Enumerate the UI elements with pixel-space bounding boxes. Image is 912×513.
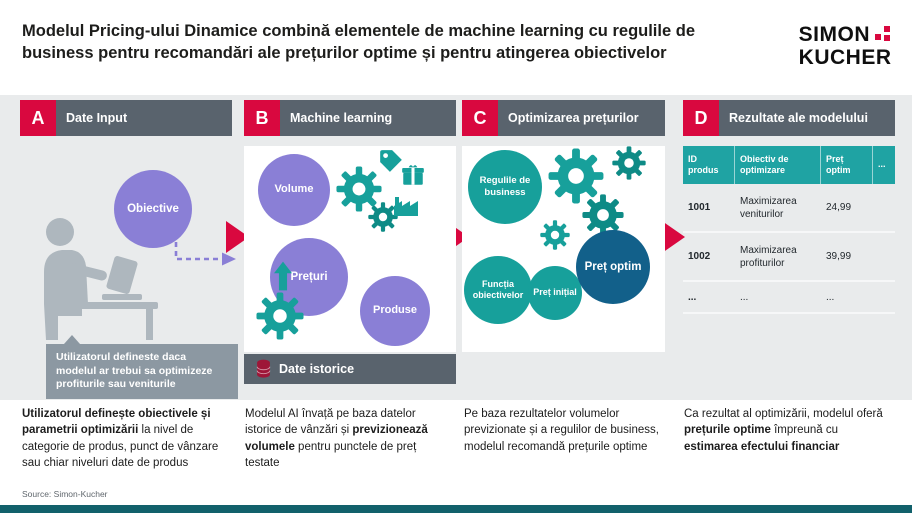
date-istorice-label: Date istorice xyxy=(279,362,355,376)
bubble-functia-obiectivelor: Funcția obiectivelor xyxy=(464,256,532,324)
panel-d-title: Rezultate ale modelului xyxy=(719,100,895,136)
column-header-more: ... xyxy=(878,159,886,170)
panel-a-letter: A xyxy=(20,100,56,136)
panel-a-header: A Date Input xyxy=(20,100,232,136)
cell-objective: Maximizarea veniturilor xyxy=(740,195,797,220)
results-table-header-row: ID produs Obiectiv de optimizare Preț op… xyxy=(683,146,895,184)
person-at-laptop-illustration xyxy=(44,218,158,340)
table-row: 1002 Maximizarea profiturilor 39,99 xyxy=(683,233,895,282)
bubble-produse: Produse xyxy=(360,276,430,346)
flow-arrow-c-to-d xyxy=(662,221,685,253)
database-icon xyxy=(256,359,271,378)
panel-d-header: D Rezultate ale modelului xyxy=(683,100,895,136)
date-istorice-bar: Date istorice xyxy=(244,354,456,384)
cell-optimal-price: 39,99 xyxy=(826,251,852,262)
cell-more xyxy=(873,184,895,231)
cell-product-id: 1001 xyxy=(688,202,711,213)
cell-objective: Maximizarea profiturilor xyxy=(740,244,797,269)
panel-d-desc-part2: împreună cu xyxy=(770,424,839,437)
panel-a-title: Date Input xyxy=(56,100,232,136)
logo-line-1: SIMON xyxy=(798,23,892,47)
up-arrow-icon xyxy=(274,261,292,291)
bubble-volume: Volume xyxy=(258,154,330,226)
tooltip-note: Utilizatorul defineste daca modelul ar t… xyxy=(46,335,238,399)
panel-b-desc-part2: pentru punctele de preț testate xyxy=(245,440,417,469)
panel-d-letter: D xyxy=(683,100,719,136)
table-row: ... ... ... xyxy=(683,282,895,314)
column-header-pret-optim: Preț optim xyxy=(821,146,873,184)
panel-d-desc-part1: Ca rezultat al optimizării, modelul ofer… xyxy=(684,408,883,420)
panel-d-description: Ca rezultat al optimizării, modelul ofer… xyxy=(684,406,892,455)
cell-more xyxy=(873,282,895,312)
panel-d-desc-bold2: estimarea efectului financiar xyxy=(684,440,840,453)
panel-b-canvas: Volume Prețuri Produse xyxy=(244,146,456,352)
logo-kucher-text: KUCHER xyxy=(798,45,892,69)
gear-icon xyxy=(256,292,304,340)
factory-icon xyxy=(394,197,418,216)
logo: SIMON KUCHER xyxy=(798,23,892,69)
dashed-arrow-icon xyxy=(174,242,236,266)
panel-b-title: Machine learning xyxy=(280,100,456,136)
price-tag-icon xyxy=(380,150,402,172)
panel-c-desc-text: Pe baza rezultatelor volumelor previzion… xyxy=(464,408,659,453)
panel-c-description: Pe baza rezultatelor volumelor previzion… xyxy=(464,406,660,455)
panel-b-header: B Machine learning xyxy=(244,100,456,136)
column-header-obiectiv: Obiectiv de optimizare xyxy=(735,146,821,184)
page-title: Modelul Pricing-ului Dinamice combină el… xyxy=(22,22,695,63)
cell-product-id: 1002 xyxy=(688,251,711,262)
cell-optimal-price: 24,99 xyxy=(826,202,852,213)
cell-product-id: ... xyxy=(688,291,697,303)
bubble-obiective: Obiective xyxy=(114,170,192,248)
flow-arrow-a-to-b xyxy=(226,221,249,253)
panel-b-description: Modelul AI învață pe baza datelor istori… xyxy=(245,406,449,471)
package-box-icon xyxy=(402,165,424,185)
panel-d-desc-bold1: prețurile optime xyxy=(684,424,771,437)
gear-icon xyxy=(540,220,570,250)
column-header-id-produs: ID produs xyxy=(683,146,735,184)
panel-c-header: C Optimizarea prețurilor xyxy=(462,100,665,136)
footer-bar xyxy=(0,505,912,513)
cell-optimal-price: ... xyxy=(826,291,835,303)
panel-a-desc-rest: la nivel de categorie de produs, punct d… xyxy=(22,424,219,469)
bubble-regulile-de-business: Regulile de business xyxy=(468,150,542,224)
panel-a-desc-bold: Utilizatorul definește obiectivele și pa… xyxy=(22,408,211,437)
results-table: ID produs Obiectiv de optimizare Preț op… xyxy=(683,146,895,314)
logo-simon-text: SIMON xyxy=(798,23,870,46)
table-row: 1001 Maximizarea veniturilor 24,99 xyxy=(683,184,895,233)
panel-b-desc-bold: previzionează volumele xyxy=(245,424,428,453)
panel-a-description: Utilizatorul definește obiectivele și pa… xyxy=(22,406,234,471)
cell-more xyxy=(873,233,895,280)
panel-c-canvas: Regulile de business Funcția obiectivelo… xyxy=(462,146,665,352)
panel-b-desc-part1: Modelul AI învață pe baza datelor istori… xyxy=(245,408,416,437)
bubble-pret-optim: Preț optim xyxy=(576,230,650,304)
tooltip-text: Utilizatorul defineste daca modelul ar t… xyxy=(56,351,213,391)
gear-icon xyxy=(612,146,646,180)
cell-objective: ... xyxy=(740,291,749,303)
panel-b-letter: B xyxy=(244,100,280,136)
panel-c-letter: C xyxy=(462,100,498,136)
bubble-pret-initial: Preț inițial xyxy=(528,266,582,320)
logo-dots xyxy=(875,26,892,41)
source-note: Source: Simon-Kucher xyxy=(22,489,108,499)
panel-c-title: Optimizarea prețurilor xyxy=(498,100,665,136)
